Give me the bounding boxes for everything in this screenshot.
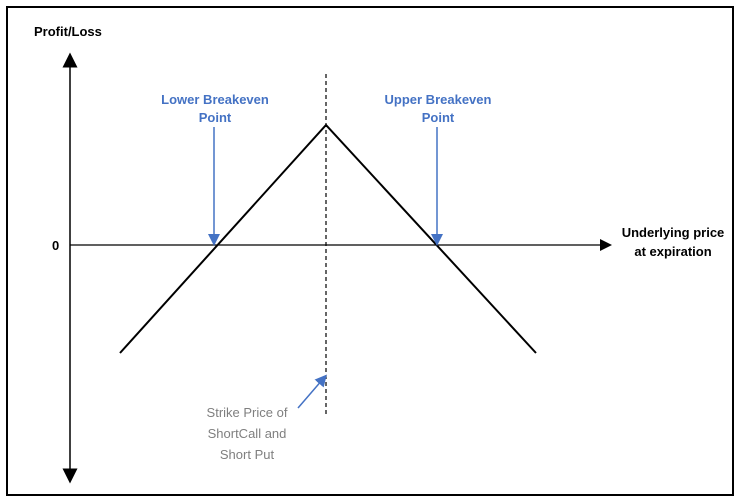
x-axis-label-line2: at expiration (634, 244, 711, 259)
strike-label-line2: ShortCall and (208, 426, 287, 441)
upper-breakeven-label-line1: Upper Breakeven (385, 92, 492, 107)
lower-breakeven-label-line1: Lower Breakeven (161, 92, 269, 107)
lower-breakeven-label-line2: Point (199, 110, 232, 125)
y-axis-label: Profit/Loss (34, 24, 102, 39)
strike-label-line3: Short Put (220, 447, 275, 462)
upper-breakeven-label-line2: Point (422, 110, 455, 125)
strike-label-line1: Strike Price of (207, 405, 288, 420)
diagram-frame (6, 6, 734, 496)
payoff-line (119, 123, 537, 354)
x-axis-label-line1: Underlying price (622, 225, 725, 240)
zero-label: 0 (52, 238, 59, 253)
strike-arrow (297, 374, 327, 409)
